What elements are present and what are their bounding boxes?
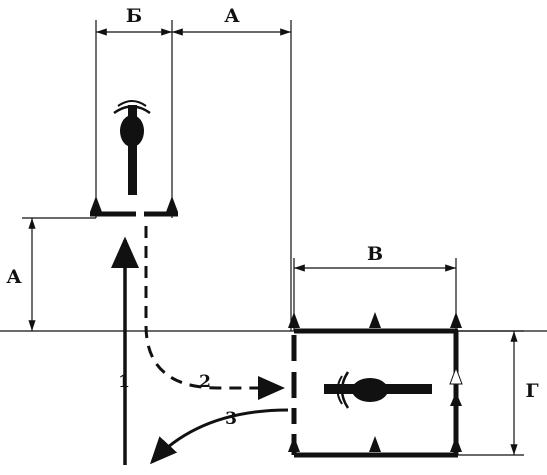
cone-marker-icon [288, 436, 300, 452]
right-box [288, 312, 463, 458]
cone-marker-icon [166, 196, 178, 212]
cone-marker-icon [369, 436, 381, 452]
dimension-b-label: Б [126, 5, 142, 27]
route-3-path [149, 408, 289, 465]
dimension-g-label: Г [525, 380, 538, 402]
route-2-path [144, 226, 285, 400]
cone-marker-icon [450, 436, 462, 452]
route-2-label: 2 [199, 372, 211, 392]
dimension-a-top-label: А [224, 5, 240, 27]
motorcycle-icon [324, 371, 432, 409]
dimension-v-label: В [367, 243, 383, 265]
motorcycle-icon [113, 100, 151, 195]
cone-marker-icon [369, 312, 381, 328]
cone-marker-icon [449, 366, 463, 385]
route-3-label: 3 [225, 409, 237, 429]
cone-marker-icon [450, 392, 462, 406]
top-box [90, 20, 178, 218]
cone-marker-icon [90, 196, 102, 212]
route-1-label: 1 [118, 372, 130, 392]
dimension-a-left-label: А [6, 266, 22, 288]
